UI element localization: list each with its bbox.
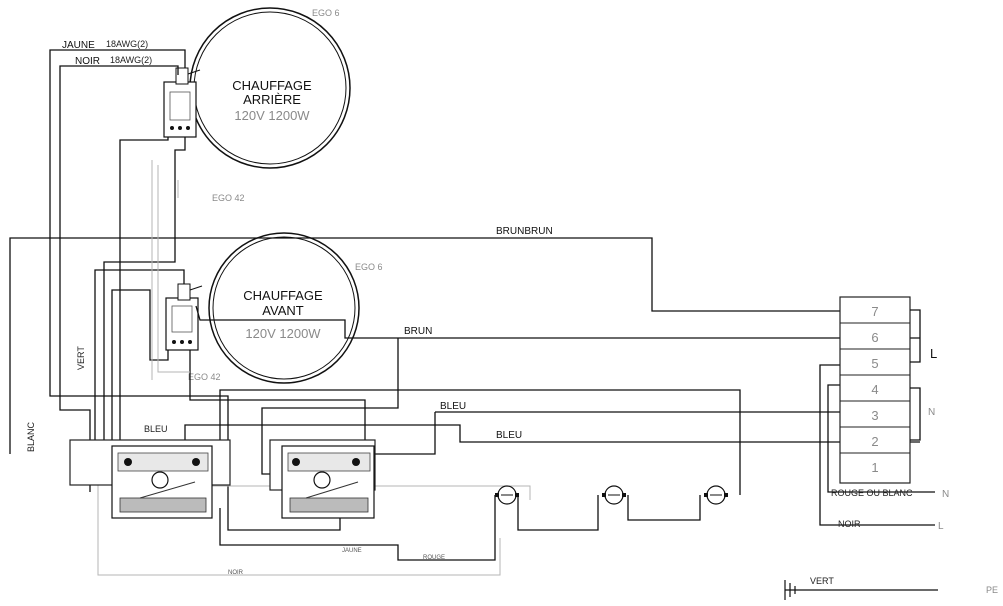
- front-element-rating: 120V 1200W: [245, 326, 321, 341]
- right-control-module: [269, 439, 376, 519]
- terminal-3: 3: [871, 408, 878, 423]
- left-control-module: [69, 439, 231, 519]
- terminal-4: 4: [871, 382, 878, 397]
- terminal-label-l: L: [930, 346, 937, 361]
- front-element-circle: [208, 232, 360, 384]
- wire-label-jaune-bottom: JAUNE: [342, 548, 362, 554]
- terminal-2: 2: [871, 434, 878, 449]
- grey-wires: [75, 160, 531, 576]
- wire-label-noir-top: NOIR: [75, 56, 100, 67]
- front-element-label-2: AVANT: [262, 303, 303, 318]
- rear-element-label-1: CHAUFFAGE: [232, 78, 312, 93]
- terminal-1: 1: [871, 460, 878, 475]
- wire-spec-jaune: 18AWG(2): [106, 39, 148, 49]
- rear-element-label-2: ARRIÈRE: [243, 92, 301, 107]
- wire-label-vert-ground: VERT: [810, 576, 834, 586]
- front-element-inner: [212, 236, 356, 380]
- wire-label-brun: BRUN: [404, 326, 432, 337]
- wire-spec-noir-top: 18AWG(2): [110, 55, 152, 65]
- ego6-mid-label: EGO 6: [355, 262, 383, 272]
- wire-label-rouge-bottom: ROUGE: [423, 555, 445, 561]
- black-wires: [9, 49, 938, 591]
- front-limiter: [165, 283, 203, 351]
- rear-element-rating: 120V 1200W: [234, 108, 310, 123]
- terminal-label-n2: N: [942, 489, 949, 500]
- wire-label-jaune: JAUNE: [62, 40, 95, 51]
- rear-limiter: [163, 67, 201, 138]
- ego42-mid-label: EGO 42: [188, 372, 221, 382]
- wire-label-noir-bottom-left: NOIR: [228, 570, 244, 576]
- wire-label-bleu-2: BLEU: [496, 430, 522, 441]
- wire-label-brunbrun: BRUNBRUN: [496, 226, 553, 237]
- terminal-block: [839, 296, 921, 484]
- wire-label-bleu-1: BLEU: [440, 401, 466, 412]
- ego6-top-label: EGO 6: [312, 8, 340, 18]
- terminal-7: 7: [871, 304, 878, 319]
- wire-label-bleu-small: BLEU: [144, 424, 168, 434]
- terminal-label-l2: L: [938, 521, 944, 532]
- ego42-top-label: EGO 42: [212, 193, 245, 203]
- terminal-label-n: N: [928, 407, 935, 418]
- wire-label-blanc-vertical: BLANC: [26, 421, 36, 452]
- terminal-label-pe: PE: [986, 585, 998, 595]
- front-element-label-1: CHAUFFAGE: [243, 288, 323, 303]
- wire-label-rouge-ou-blanc: ROUGE OU BLANC: [831, 488, 913, 498]
- wire-label-vert-vertical: VERT: [76, 346, 86, 370]
- indicator-lamp-left: [495, 485, 519, 505]
- indicator-lamp-middle: [602, 485, 626, 505]
- terminal-6: 6: [871, 330, 878, 345]
- indicator-lamp-right: [704, 485, 728, 505]
- ground-icon: [784, 580, 796, 600]
- terminal-5: 5: [871, 356, 878, 371]
- wire-label-noir-bottom: NOIR: [838, 519, 861, 529]
